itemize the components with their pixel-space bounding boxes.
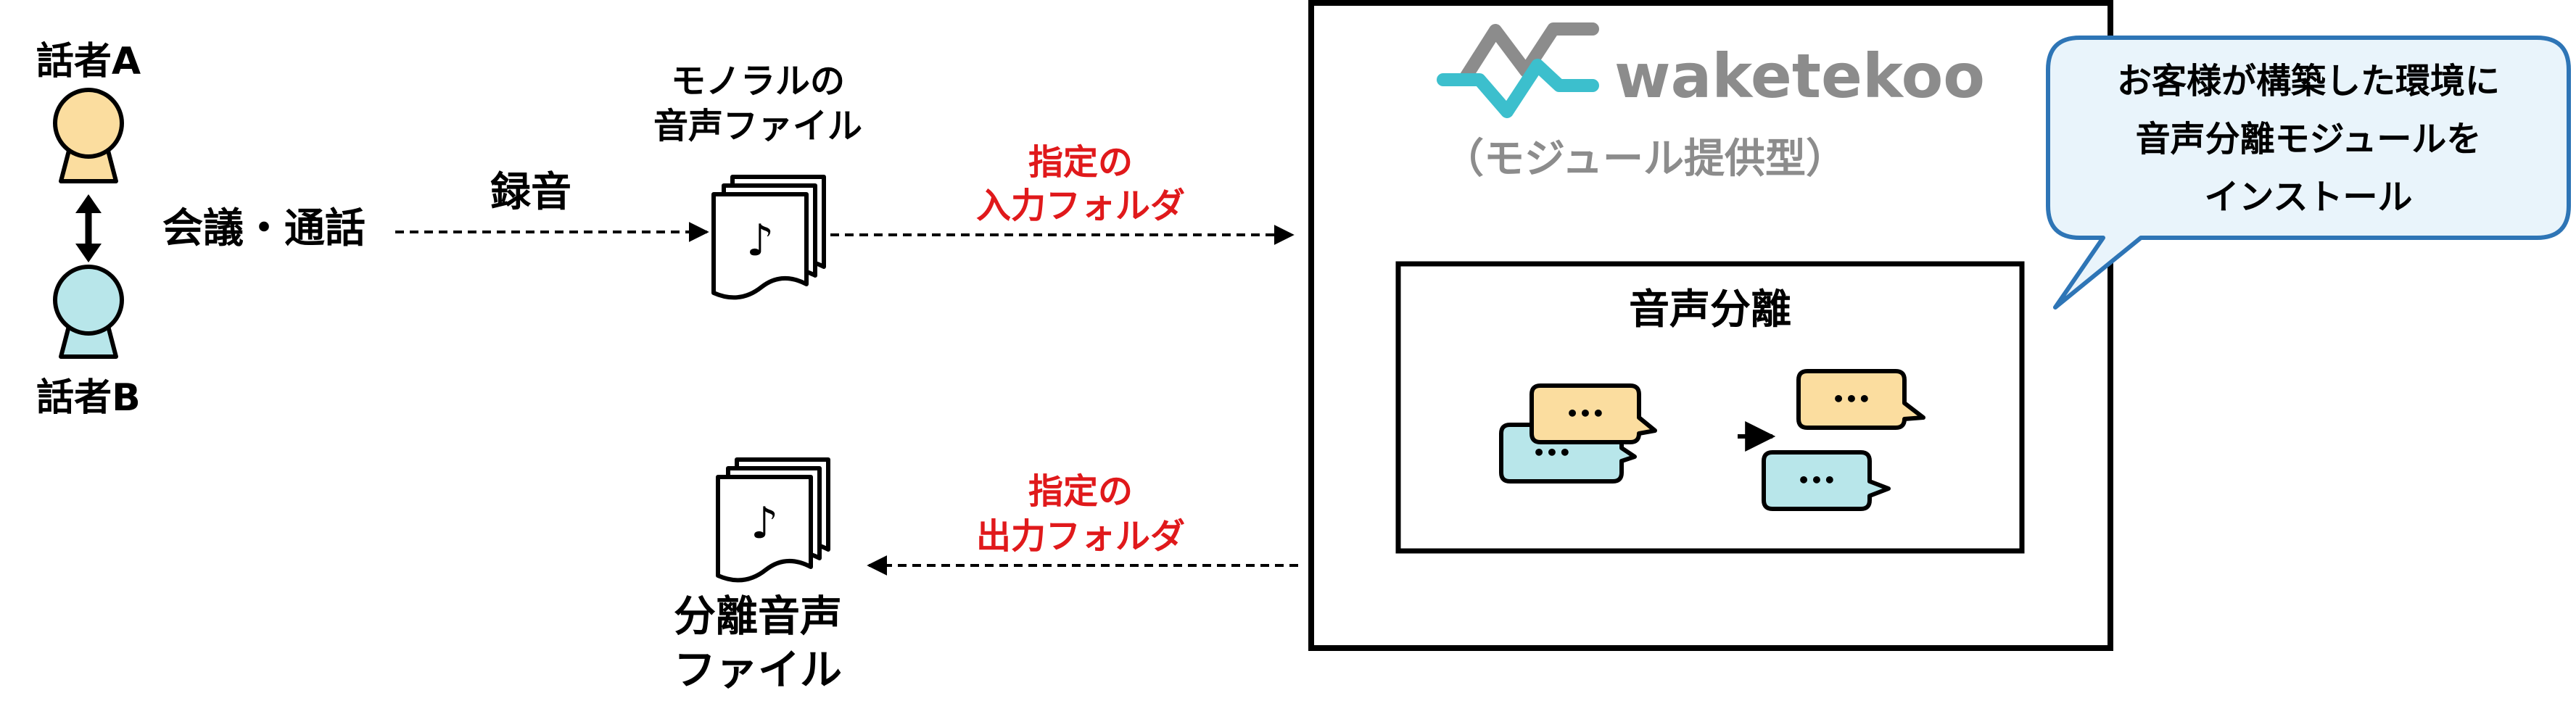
mono-audio-file-icon: ♪ [711, 175, 826, 300]
product-subtitle: （モジュール提供型） [1443, 136, 1846, 183]
input-folder-label-line2: 入力フォルダ [976, 186, 1185, 226]
separated-speech-bubbles-icon: ••• ••• [1762, 369, 1925, 511]
music-note-icon: ♪ [751, 498, 778, 549]
callout-line1: お客様が構築した環境に [2117, 61, 2500, 101]
speaker-b-label: 話者B [36, 376, 141, 420]
music-note-icon: ♪ [746, 215, 774, 266]
speaker-b-icon [53, 265, 124, 359]
voice-separation-title: 音声分離 [1629, 286, 1791, 333]
logo-wave-teal-icon [1437, 59, 1599, 118]
output-folder-label-line2: 出力フォルダ [976, 516, 1185, 557]
bubble-dots-a: ••• [1832, 387, 1871, 411]
callout-line3: インストール [2204, 177, 2412, 217]
separated-audio-file-icon: ♪ [716, 457, 830, 583]
installation-callout-bubble [2046, 36, 2571, 310]
meeting-call-label: 会議・通話 [162, 205, 366, 252]
bubble-dots-b: ••• [1797, 468, 1836, 492]
separated-file-label-line2: ファイル [674, 645, 842, 694]
logo-text: waketekoo [1614, 41, 1985, 112]
mono-file-label-line2: 音声ファイル [653, 106, 862, 146]
waketekoo-logo: waketekoo [1437, 22, 1985, 118]
speaker-a-icon [53, 88, 124, 183]
output-folder-label-line1: 指定の [1028, 471, 1133, 512]
voice-separation-box [1395, 261, 2025, 554]
bubble-dots-a: ••• [1566, 402, 1605, 426]
recording-label: 録音 [490, 169, 571, 216]
bidirectional-arrow-icon [75, 194, 102, 262]
bubble-dots-b: ••• [1532, 441, 1572, 465]
speaker-a-label: 話者A [36, 40, 141, 83]
input-folder-label-line1: 指定の [1028, 142, 1133, 183]
callout-line2: 音声分離モジュールを [2136, 119, 2482, 159]
mixed-speech-bubbles-icon: ••• ••• [1499, 383, 1657, 484]
separated-file-label-line1: 分離音声 [674, 592, 842, 641]
mono-file-label-line1: モノラルの [671, 61, 845, 101]
